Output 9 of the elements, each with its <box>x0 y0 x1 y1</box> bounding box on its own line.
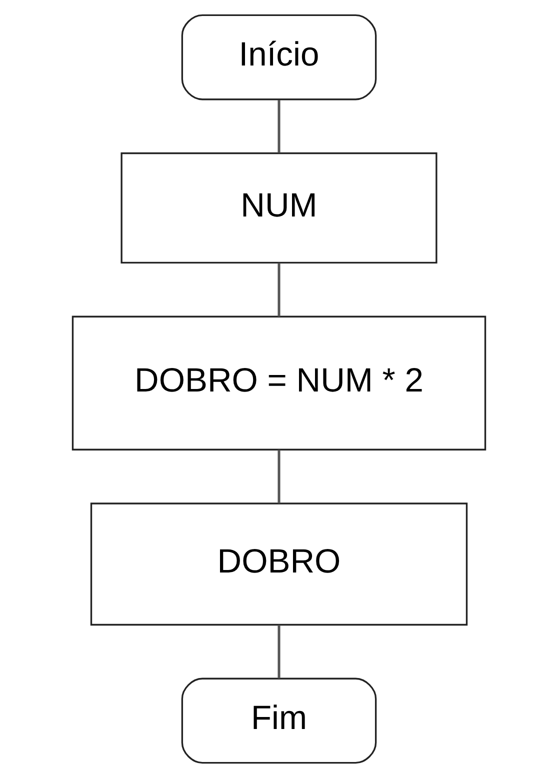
node-box: NUM <box>120 152 438 264</box>
connector <box>278 625 280 678</box>
connector <box>278 100 280 153</box>
node-box: Fim <box>181 678 377 764</box>
node-box: DOBRO = NUM * 2 <box>72 316 486 450</box>
connector <box>278 263 280 317</box>
node-box: Início <box>181 14 377 100</box>
node-box: DOBRO <box>90 502 468 626</box>
connector <box>278 450 280 504</box>
